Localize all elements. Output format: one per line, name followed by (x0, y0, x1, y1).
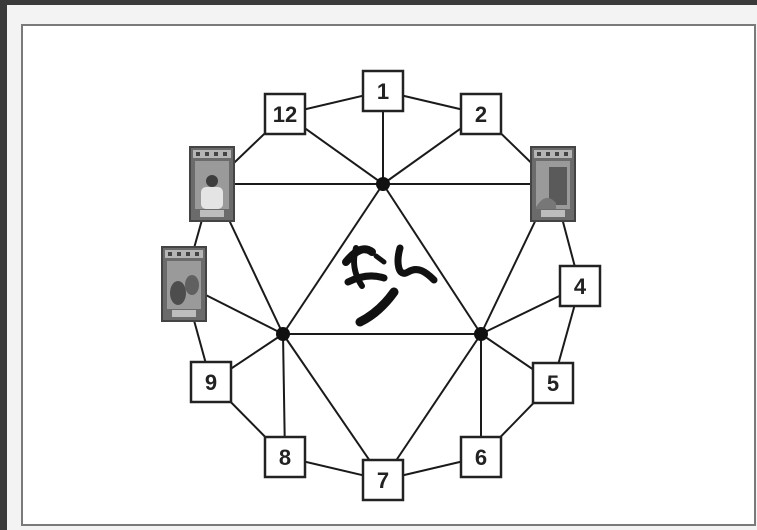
position-number: 1 (377, 79, 389, 104)
hub-dot-top (376, 177, 390, 191)
position-number: 7 (377, 468, 389, 493)
position-number: 9 (205, 370, 217, 395)
center-glyph-icon (346, 248, 434, 322)
tarot-card-figures (162, 247, 206, 321)
position-number: 5 (547, 371, 559, 396)
position-box-7: 7 (363, 460, 403, 500)
position-number: 2 (475, 102, 487, 127)
triangle-edge (283, 184, 383, 334)
position-box-6: 6 (461, 437, 501, 477)
hub-dot-right (474, 327, 488, 341)
tarot-card-person-back (190, 147, 234, 221)
position-number: 6 (475, 445, 487, 470)
position-box-4: 4 (560, 266, 600, 306)
position-box-8: 8 (265, 437, 305, 477)
hub-dot-left (276, 327, 290, 341)
position-box-12: 12 (265, 94, 305, 134)
tarot-card-tower (531, 147, 575, 221)
position-number: 4 (574, 274, 587, 299)
position-box-1: 1 (363, 71, 403, 111)
position-box-2: 2 (461, 94, 501, 134)
position-box-9: 9 (191, 362, 231, 402)
position-number: 12 (273, 102, 297, 127)
position-box-5: 5 (533, 363, 573, 403)
connector-lines (184, 91, 580, 480)
position-number: 8 (279, 445, 291, 470)
